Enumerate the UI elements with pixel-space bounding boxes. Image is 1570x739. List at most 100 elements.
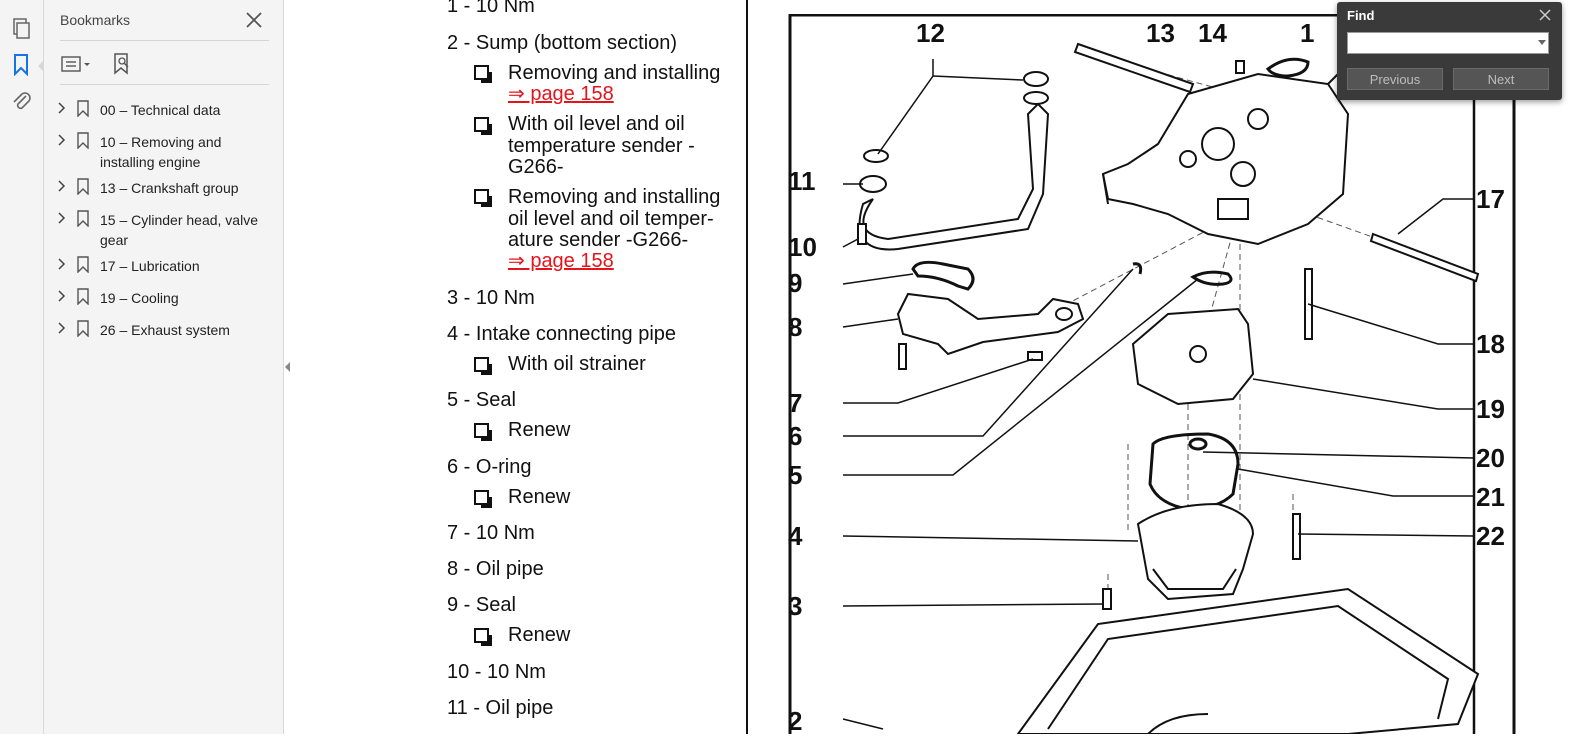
previous-button[interactable]: Previous [1347, 68, 1443, 90]
pages-icon[interactable] [8, 16, 34, 42]
chevron-down-icon[interactable] [1538, 40, 1546, 45]
sub-item-text: temperature sender - [508, 135, 695, 157]
bookmark-flag-icon [76, 288, 90, 306]
callout-14: 14 [1198, 18, 1227, 48]
callout-9: 9 [788, 268, 802, 298]
sub-item-text: Removing and installing [508, 186, 721, 208]
oil-pipe-8 [896, 292, 1085, 356]
sub-item-text: Renew [508, 486, 571, 508]
bookmark-item[interactable]: 00 – Technical data [44, 100, 283, 140]
callout-22: 22 [1476, 521, 1505, 551]
item-4: 4 - Intake connecting pipe [447, 323, 677, 345]
chevron-right-icon[interactable] [56, 321, 68, 335]
page-link[interactable]: ⇒ page 158 [508, 250, 614, 272]
filter-cover [1131, 307, 1255, 406]
callout-20: 20 [1476, 443, 1505, 473]
chevron-right-icon[interactable] [56, 289, 68, 303]
oil-strainer [1136, 502, 1255, 601]
callout-2: 2 [788, 706, 802, 734]
item-1: 1 - 10 Nm [447, 0, 535, 17]
bookmark-label: 26 – Exhaust system [100, 322, 230, 338]
bookmarks-panel: Bookmarks 00 – Technical data 10 – Removi… [44, 0, 284, 734]
bookmark-label: 10 – Removing and installing engine [100, 134, 222, 170]
chevron-right-icon[interactable] [56, 211, 68, 225]
checkbox-bullet [474, 423, 492, 441]
find-dialog: Find Previous Next [1337, 2, 1562, 100]
bookmark-label: 19 – Cooling [100, 290, 179, 306]
chevron-right-icon[interactable] [56, 179, 68, 193]
callout-6: 6 [788, 421, 802, 451]
bookmark-label: 15 – Cylinder head, valve gear [100, 212, 258, 248]
options-menu-icon[interactable] [60, 52, 92, 76]
sub-item-text: With oil level and oil [508, 113, 685, 135]
close-icon[interactable] [244, 10, 264, 30]
page-link[interactable]: ⇒ page 158 [508, 83, 614, 105]
item-11: 11 - Oil pipe [447, 697, 554, 719]
bookmark-label: 17 – Lubrication [100, 258, 200, 274]
panel-title: Bookmarks [60, 12, 131, 28]
bookmark-flag-icon [76, 210, 90, 228]
column-rule [746, 0, 748, 734]
rods [1073, 42, 1480, 283]
sub-item-text: ature sender -G266- [508, 229, 689, 251]
sub-item-text: G266- [508, 156, 564, 178]
item-5: 5 - Seal [447, 389, 516, 411]
item-6: 6 - O-ring [447, 456, 532, 478]
collapse-panel-handle[interactable] [283, 352, 293, 382]
bookmark-icon[interactable] [8, 52, 34, 78]
bookmark-label: 13 – Crankshaft group [100, 180, 239, 196]
item-10: 10 - 10 Nm [447, 661, 546, 683]
callout-7: 7 [788, 388, 802, 418]
item-2: 2 - Sump (bottom section) [447, 32, 678, 54]
next-button[interactable]: Next [1453, 68, 1549, 90]
sub-item-text: oil level and oil temper- [508, 208, 714, 230]
sub-item-text: Renew [508, 419, 571, 441]
item-8: 8 - Oil pipe [447, 558, 544, 580]
bookmark-flag-icon [76, 178, 90, 196]
divider [60, 40, 269, 41]
attachment-icon[interactable] [8, 88, 34, 114]
checkbox-bullet [474, 628, 492, 646]
callout-13: 13 [1146, 18, 1175, 48]
item-3: 3 - 10 Nm [447, 287, 535, 309]
checkbox-bullet [474, 490, 492, 508]
bookmark-flag-icon [76, 132, 90, 150]
callout-8: 8 [788, 312, 802, 342]
bookmark-item[interactable]: 13 – Crankshaft group [44, 178, 283, 218]
callout-1: 1 [1300, 18, 1314, 48]
chevron-right-icon[interactable] [56, 101, 68, 115]
active-indicator [38, 60, 44, 72]
callout-17: 17 [1476, 184, 1505, 214]
callout-5: 5 [788, 460, 802, 490]
close-icon[interactable] [1538, 8, 1552, 22]
sub-item-text: Removing and installing [508, 62, 721, 84]
checkbox-bullet [474, 357, 492, 375]
diagram-svg: 12 13 14 1 11 10 9 8 7 6 5 4 3 2 17 18 1… [788, 13, 1516, 739]
bookmark-flag-icon [76, 320, 90, 338]
sub-item-text: Renew [508, 624, 571, 646]
bookmark-label: 00 – Technical data [100, 102, 221, 118]
checkbox-bullet [474, 65, 492, 83]
find-input[interactable] [1347, 32, 1549, 54]
divider [60, 84, 269, 85]
checkbox-bullet [474, 117, 492, 135]
callout-10: 10 [788, 232, 817, 262]
item-7: 7 - 10 Nm [447, 522, 535, 544]
callout-3: 3 [788, 591, 802, 621]
checkbox-bullet [474, 189, 492, 207]
callout-19: 19 [1476, 394, 1505, 424]
bookmark-item[interactable]: 26 – Exhaust system [44, 320, 283, 360]
callout-4: 4 [788, 521, 803, 551]
find-bookmark-icon[interactable] [112, 52, 134, 76]
bookmark-item[interactable]: 15 – Cylinder head, valve gear [44, 210, 283, 250]
left-rail [0, 0, 44, 734]
chevron-right-icon[interactable] [56, 257, 68, 271]
bookmark-item[interactable]: 10 – Removing and installing engine [44, 132, 283, 172]
bookmark-item[interactable]: 19 – Cooling [44, 288, 283, 328]
bookmark-flag-icon [76, 100, 90, 118]
leader-lines [842, 59, 1475, 730]
bookmark-item[interactable]: 17 – Lubrication [44, 256, 283, 296]
document-page: 1 - 10 Nm 2 - Sump (bottom section) Remo… [294, 0, 1570, 739]
chevron-right-icon[interactable] [56, 133, 68, 147]
callout-21: 21 [1476, 482, 1505, 512]
